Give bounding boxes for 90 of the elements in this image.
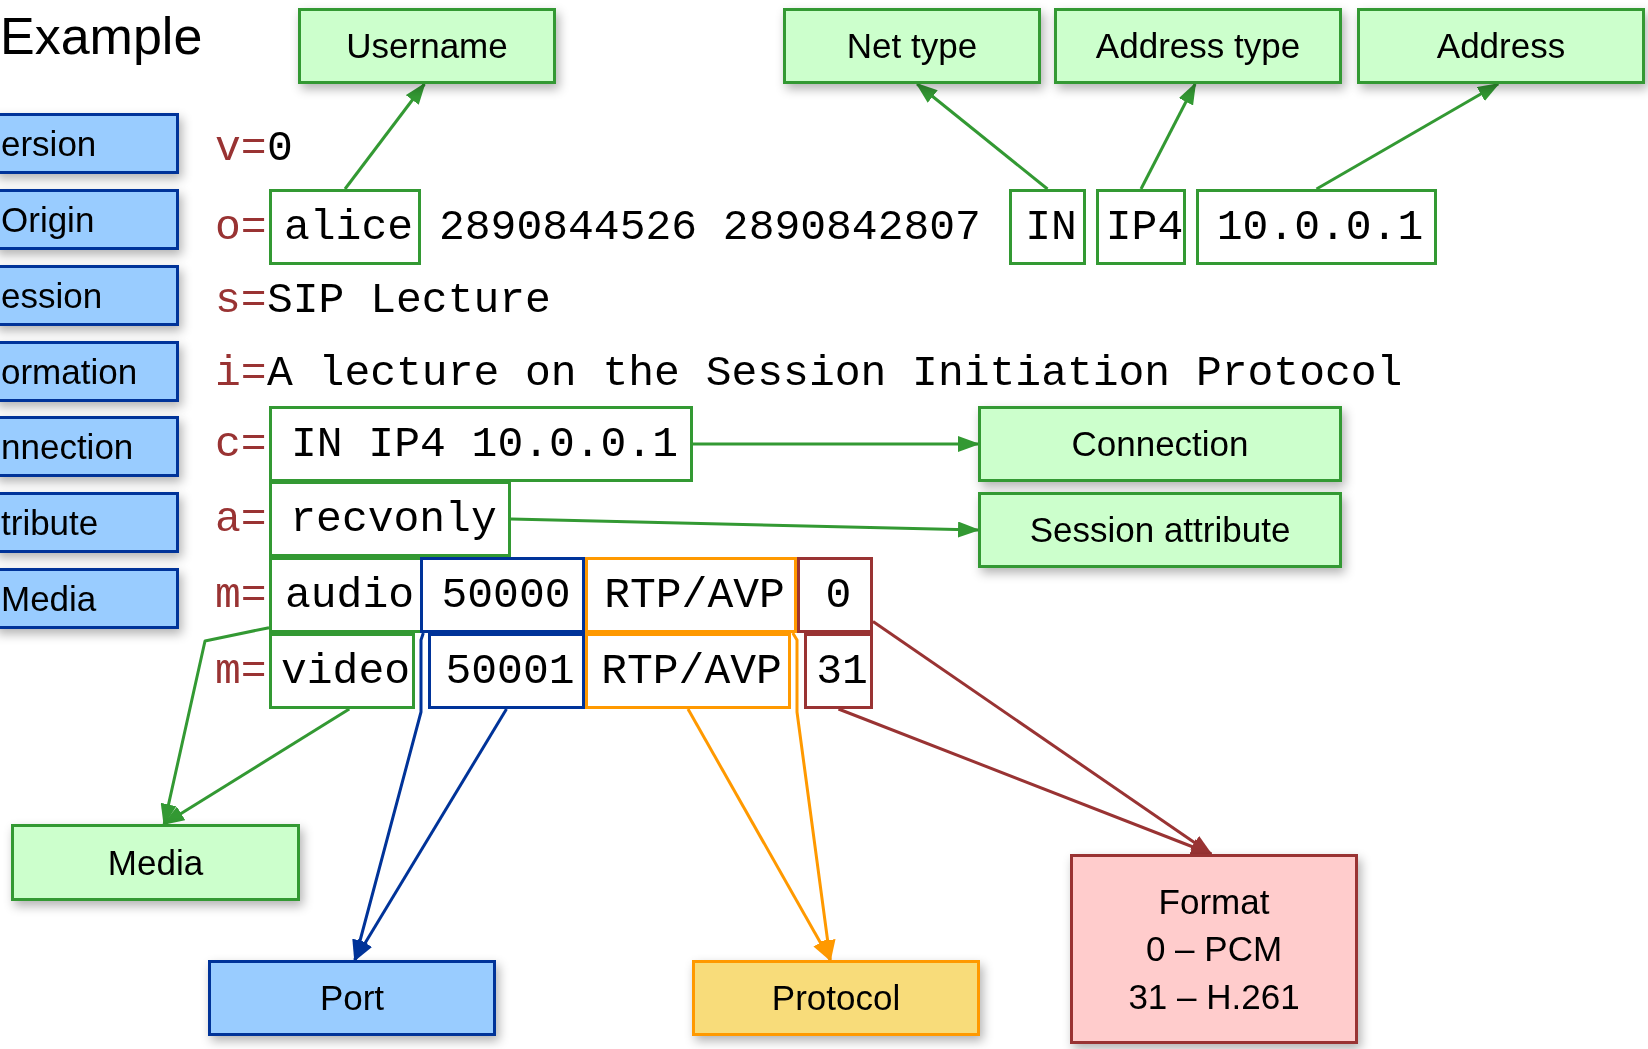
box-label: Protocol: [771, 977, 901, 1020]
code-token: audio: [284, 573, 414, 617]
box-label: 0 – PCM: [1145, 928, 1283, 971]
field-prefix: o=: [215, 205, 267, 249]
field-prefix: a=: [215, 497, 267, 541]
arrow: [1139, 82, 1197, 190]
box-label: Session attribute: [1029, 509, 1291, 552]
arrow: [160, 626, 270, 826]
box-label: Address type: [1095, 25, 1301, 68]
label-box: [298, 8, 556, 84]
arrow: [872, 620, 1213, 856]
code-token: RTP/AVP: [600, 649, 782, 693]
code-text: 0: [267, 126, 293, 170]
code-token: alice: [283, 205, 413, 249]
box-label: Origin: [0, 198, 95, 241]
code-text: A lecture on the Session Initiation Protocol: [267, 351, 1403, 395]
slide-title: Example: [0, 6, 203, 66]
highlight-box: [1096, 189, 1186, 265]
code-token: 50000: [440, 573, 571, 617]
label-box: [1070, 854, 1358, 1044]
box-label: Media: [0, 577, 97, 620]
code-token: 50001: [444, 649, 575, 693]
highlight-box: [428, 633, 585, 709]
field-tab: [0, 416, 179, 477]
highlight-box: [804, 633, 873, 709]
field-prefix: i=: [215, 351, 267, 395]
label-box: [978, 406, 1342, 482]
field-tab: [0, 265, 179, 326]
code-token: 31: [815, 649, 868, 693]
field-tab: [0, 341, 179, 402]
arrow: [915, 82, 1049, 191]
field-tab: [0, 113, 179, 174]
code-token: 10.0.0.1: [1215, 205, 1424, 249]
box-label: tribute: [0, 501, 99, 544]
highlight-box: [585, 557, 797, 633]
highlight-box: [269, 406, 693, 482]
arrow: [352, 632, 425, 962]
code-token: IN IP4 10.0.0.1: [289, 422, 679, 466]
box-label: Format: [1158, 881, 1270, 924]
highlight-box: [269, 481, 511, 557]
code-token: video: [280, 649, 410, 693]
label-box: [783, 8, 1041, 84]
arrow: [353, 708, 508, 962]
box-label: nnection: [0, 425, 134, 468]
highlight-box: [269, 189, 421, 265]
box-label: Port: [319, 977, 385, 1020]
highlight-box: [269, 557, 423, 633]
field-tab: [0, 189, 179, 250]
box-label: Address: [1436, 25, 1566, 68]
label-box: [1357, 8, 1645, 84]
code-token: RTP/AVP: [603, 573, 785, 617]
box-label: Username: [346, 25, 508, 68]
field-tab: [0, 492, 179, 553]
arrow: [686, 708, 832, 962]
field-prefix: c=: [215, 422, 267, 466]
box-label: 31 – H.261: [1128, 975, 1300, 1018]
box-label: Net type: [846, 25, 978, 68]
field-prefix: v=: [215, 126, 267, 170]
arrow: [1315, 82, 1500, 191]
box-label: ersion: [0, 122, 97, 165]
field-tab: [0, 568, 179, 629]
arrow: [510, 517, 980, 538]
highlight-box: [797, 557, 873, 633]
box-label: ession: [0, 274, 103, 317]
box-label: Media: [107, 841, 204, 884]
label-box: [208, 960, 496, 1036]
highlight-box: [269, 633, 415, 709]
field-prefix: s=: [215, 278, 267, 322]
label-box: [978, 492, 1342, 568]
arrow: [693, 436, 980, 452]
label-box: [692, 960, 980, 1036]
arrow: [791, 632, 836, 962]
highlight-box: [1009, 189, 1086, 265]
highlight-box: [585, 633, 791, 709]
code-token: IN: [1024, 205, 1077, 249]
code-text: SIP Lecture: [267, 278, 551, 322]
arrow: [837, 707, 1213, 856]
box-label: Connection: [1071, 423, 1249, 466]
field-prefix: m=: [215, 649, 267, 693]
box-label: ormation: [0, 350, 138, 393]
code-text: 2890844526 2890842807: [439, 205, 981, 249]
arrow: [343, 82, 426, 190]
code-token: 0: [824, 573, 852, 617]
label-box: [11, 824, 300, 901]
field-prefix: m=: [215, 573, 267, 617]
highlight-box: [420, 557, 585, 633]
code-token: recvonly: [289, 497, 497, 541]
highlight-box: [1196, 189, 1437, 265]
label-box: [1054, 8, 1342, 84]
code-token: IP4: [1104, 205, 1184, 249]
